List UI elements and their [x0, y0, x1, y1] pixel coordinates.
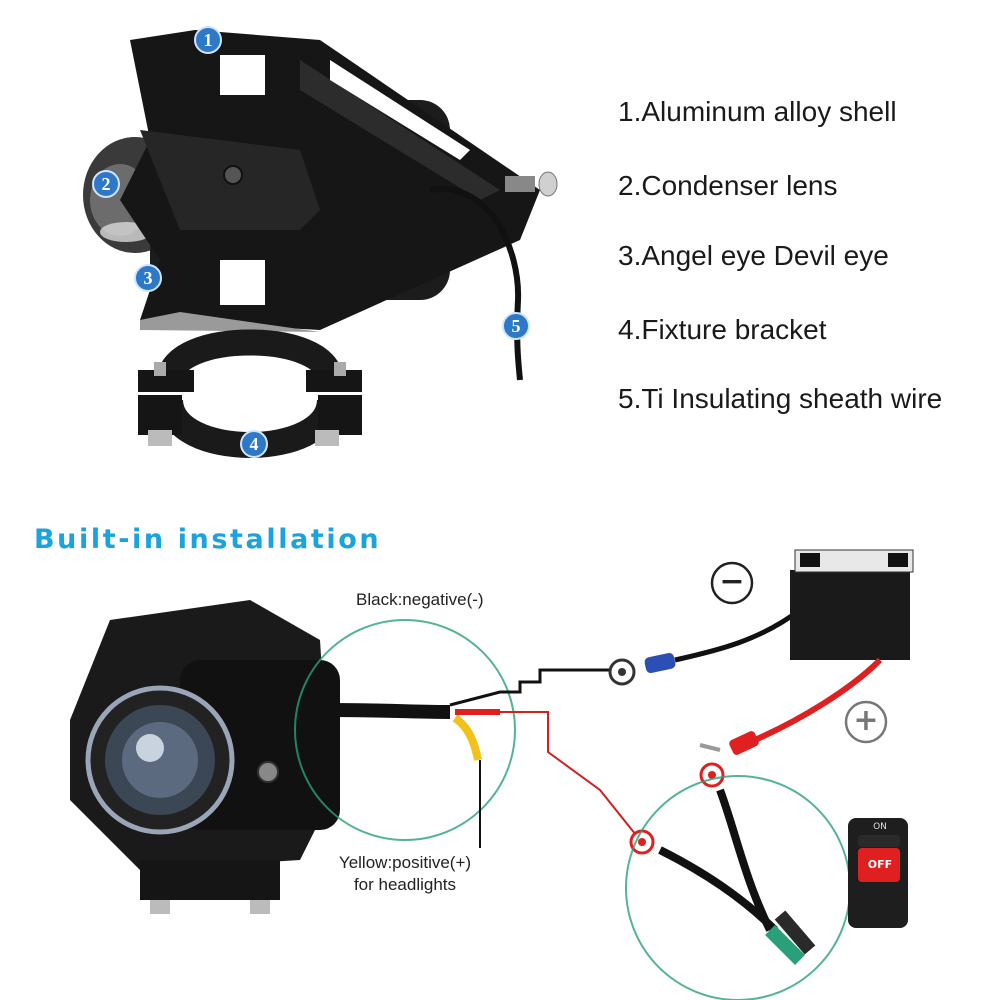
marker-5: 5: [502, 312, 530, 340]
marker-3: 3: [134, 264, 162, 292]
marker-3-label: 3: [144, 268, 153, 288]
marker-4-label: 4: [250, 434, 259, 454]
marker-5-label: 5: [512, 316, 521, 336]
marker-4: 4: [240, 430, 268, 458]
part-item-aluminum-shell: 1.Aluminum alloy shell: [618, 96, 897, 127]
yellow-wire-label-line1: Yellow:positive(+): [338, 853, 472, 872]
part-item-angel-eye: 3.Angel eye Devil eye: [618, 240, 889, 271]
switch-on-label: ON: [873, 822, 887, 832]
yellow-wire-label: Yellow:positive(+) for headlights: [330, 852, 480, 896]
marker-1: 1: [194, 26, 222, 54]
marker-2-label: 2: [102, 174, 111, 194]
installation-title: Built-in installation: [34, 524, 382, 555]
marker-2: 2: [92, 170, 120, 198]
marker-1-label: 1: [204, 30, 213, 50]
switch-off-label: OFF: [867, 858, 893, 871]
negative-symbol: −: [719, 564, 745, 599]
yellow-wire-label-line2: for headlights: [353, 875, 457, 894]
black-wire-label: Black:negative(-): [356, 590, 484, 609]
part-item-insulating-wire: 5.Ti Insulating sheath wire: [618, 383, 943, 414]
headlight-exploded-view: [83, 30, 558, 458]
positive-symbol: +: [853, 703, 879, 738]
part-item-condenser-lens: 2.Condenser lens: [618, 170, 838, 201]
part-item-fixture-bracket: 4.Fixture bracket: [618, 314, 827, 345]
